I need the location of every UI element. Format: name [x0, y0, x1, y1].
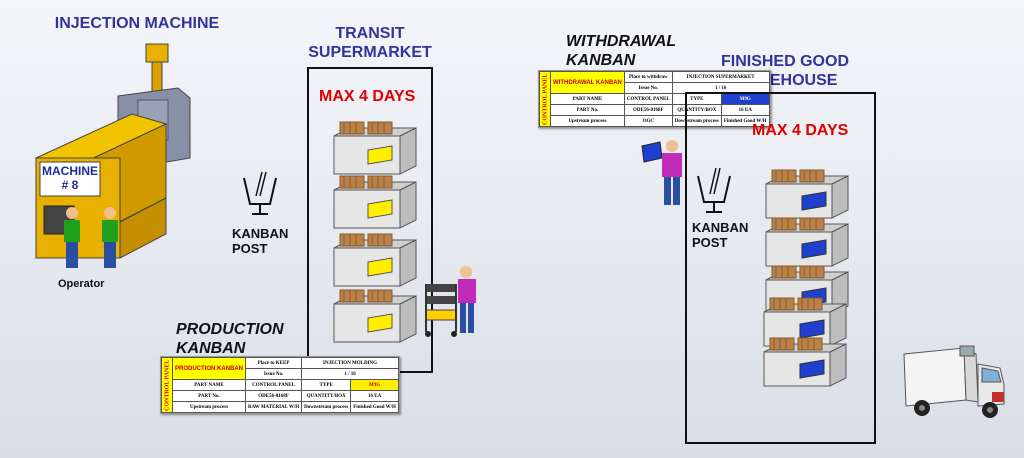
- transit-max-days: MAX 4 DAYS: [319, 88, 416, 105]
- warehouse-bin-stack: [763, 169, 849, 387]
- withdrawal-kanban-card: CONTROL PANEL WITHDRAWAL KANBAN Place to…: [538, 70, 771, 128]
- production-card-issue-label: Issue No.: [244, 368, 303, 380]
- withdrawal-card-partno-label: PART No.: [550, 104, 625, 116]
- production-card-type-value: M9G: [350, 379, 399, 391]
- kanban-post-2-line1: KANBAN: [692, 220, 749, 235]
- withdrawal-card-place-label: Place to withdraw: [623, 71, 673, 83]
- machine-label: MACHINE # 8: [40, 164, 100, 192]
- production-card-upstream-label: Upstream process: [172, 401, 246, 413]
- operator-label: Operator: [58, 278, 105, 290]
- production-card-partname-label: PART NAME: [172, 379, 246, 391]
- warehouse-title-line1: FINISHED GOOD: [720, 53, 849, 70]
- machine-number: # 8: [61, 178, 79, 192]
- production-card-type-label: TYPE: [301, 379, 352, 391]
- production-card-place-value: INJECTION MOLDING: [301, 357, 399, 369]
- production-card-qty-value: 16 EA: [350, 390, 399, 402]
- withdrawal-card-upstream-label: Upstream process: [550, 115, 625, 127]
- withdrawal-card-head: WITHDRAWAL KANBAN: [550, 71, 625, 94]
- production-card-head: PRODUCTION KANBAN: [172, 357, 246, 380]
- warehouse-worker-illustration: [641, 140, 682, 205]
- withdrawal-card-issue-label: Issue No.: [623, 82, 673, 94]
- kanban-post-1-line1: KANBAN: [232, 226, 289, 241]
- production-card-place-label: Place to KEEP: [244, 357, 303, 369]
- withdrawal-card-qty-label: QUANTITY/BOX: [671, 104, 722, 116]
- withdrawal-card-table: CONTROL PANEL WITHDRAWAL KANBAN Place to…: [539, 71, 770, 127]
- warehouse-bin-5: [763, 337, 847, 387]
- transit-title-line1: TRANSIT: [335, 25, 405, 42]
- transit-bin-1: [333, 121, 417, 175]
- production-kanban-card: CONTROL PANEL PRODUCTION KANBAN Place to…: [160, 356, 400, 414]
- machine-name: MACHINE: [42, 164, 98, 178]
- production-card-partno-label: PART No.: [172, 390, 246, 402]
- withdrawal-title-line1: WITHDRAWAL: [566, 33, 677, 50]
- transit-bin-4: [333, 289, 417, 343]
- withdrawal-card-place-value: INJECTION SUPERMARKET: [671, 71, 770, 83]
- warehouse-bin-1: [765, 169, 849, 219]
- kanban-post-1-line2: POST: [232, 241, 268, 256]
- injection-machine-title: INJECTION MACHINE: [54, 15, 220, 32]
- operator-figure-1: [64, 207, 80, 268]
- kanban-post-2-line2: POST: [692, 235, 728, 250]
- withdrawal-card-side: CONTROL PANEL: [539, 71, 551, 127]
- kanban-post-2-icon: [697, 167, 731, 213]
- production-card-downstream-label: Downstream process: [301, 401, 352, 413]
- production-card-partno-value: ODE56-0168F: [244, 390, 303, 402]
- withdrawal-kanban-title: WITHDRAWAL KANBAN: [566, 32, 676, 70]
- transit-bin-2: [333, 175, 417, 229]
- production-card-upstream-value: RAW MATERIAL W/H: [244, 401, 303, 413]
- production-kanban-title: PRODUCTION KANBAN: [176, 320, 284, 358]
- kanban-post-1-icon: [243, 171, 277, 215]
- kanban-post-1-label: KANBAN POST: [232, 226, 288, 256]
- production-title-line1: PRODUCTION: [176, 321, 284, 338]
- withdrawal-card-partno-value: ODE56-0168F: [623, 104, 673, 116]
- production-card-side: CONTROL PANEL: [161, 357, 173, 413]
- transit-supermarket-title: TRANSIT SUPERMARKET: [300, 24, 440, 62]
- production-card-table: CONTROL PANEL PRODUCTION KANBAN Place to…: [161, 357, 399, 413]
- production-card-qty-label: QUANTITY/BOX: [301, 390, 352, 402]
- operator-figure-2: [102, 207, 118, 268]
- withdrawal-card-partname-label: PART NAME: [550, 93, 625, 105]
- transit-title-line2: SUPERMARKET: [308, 44, 432, 61]
- withdrawal-title-line2: KANBAN: [566, 52, 636, 69]
- withdrawal-card-downstream-label: Downstream process: [671, 115, 722, 127]
- production-card-downstream-value: Finished Good W/H: [350, 401, 399, 413]
- warehouse-max-days: MAX 4 DAYS: [752, 122, 849, 139]
- warehouse-bin-2: [765, 217, 849, 267]
- finished-good-warehouse-area: [685, 92, 876, 444]
- production-title-line2: KANBAN: [176, 340, 246, 357]
- cart-worker-illustration: [425, 266, 476, 337]
- withdrawal-card-partname-value: CONTROL PANEL: [623, 93, 673, 105]
- withdrawal-card-downstream-value: Finished Good W/H: [720, 115, 770, 127]
- kanban-post-2-label: KANBAN POST: [692, 220, 748, 250]
- withdrawal-card-upstream-value: OGC: [623, 115, 673, 127]
- transit-bin-stack: [333, 121, 417, 343]
- production-card-partname-value: CONTROL PANEL: [244, 379, 303, 391]
- delivery-truck-illustration: [903, 345, 1005, 418]
- injection-machine-illustration: [34, 43, 191, 268]
- transit-bin-3: [333, 233, 417, 287]
- production-card-issue-value: 1 / 16: [301, 368, 399, 380]
